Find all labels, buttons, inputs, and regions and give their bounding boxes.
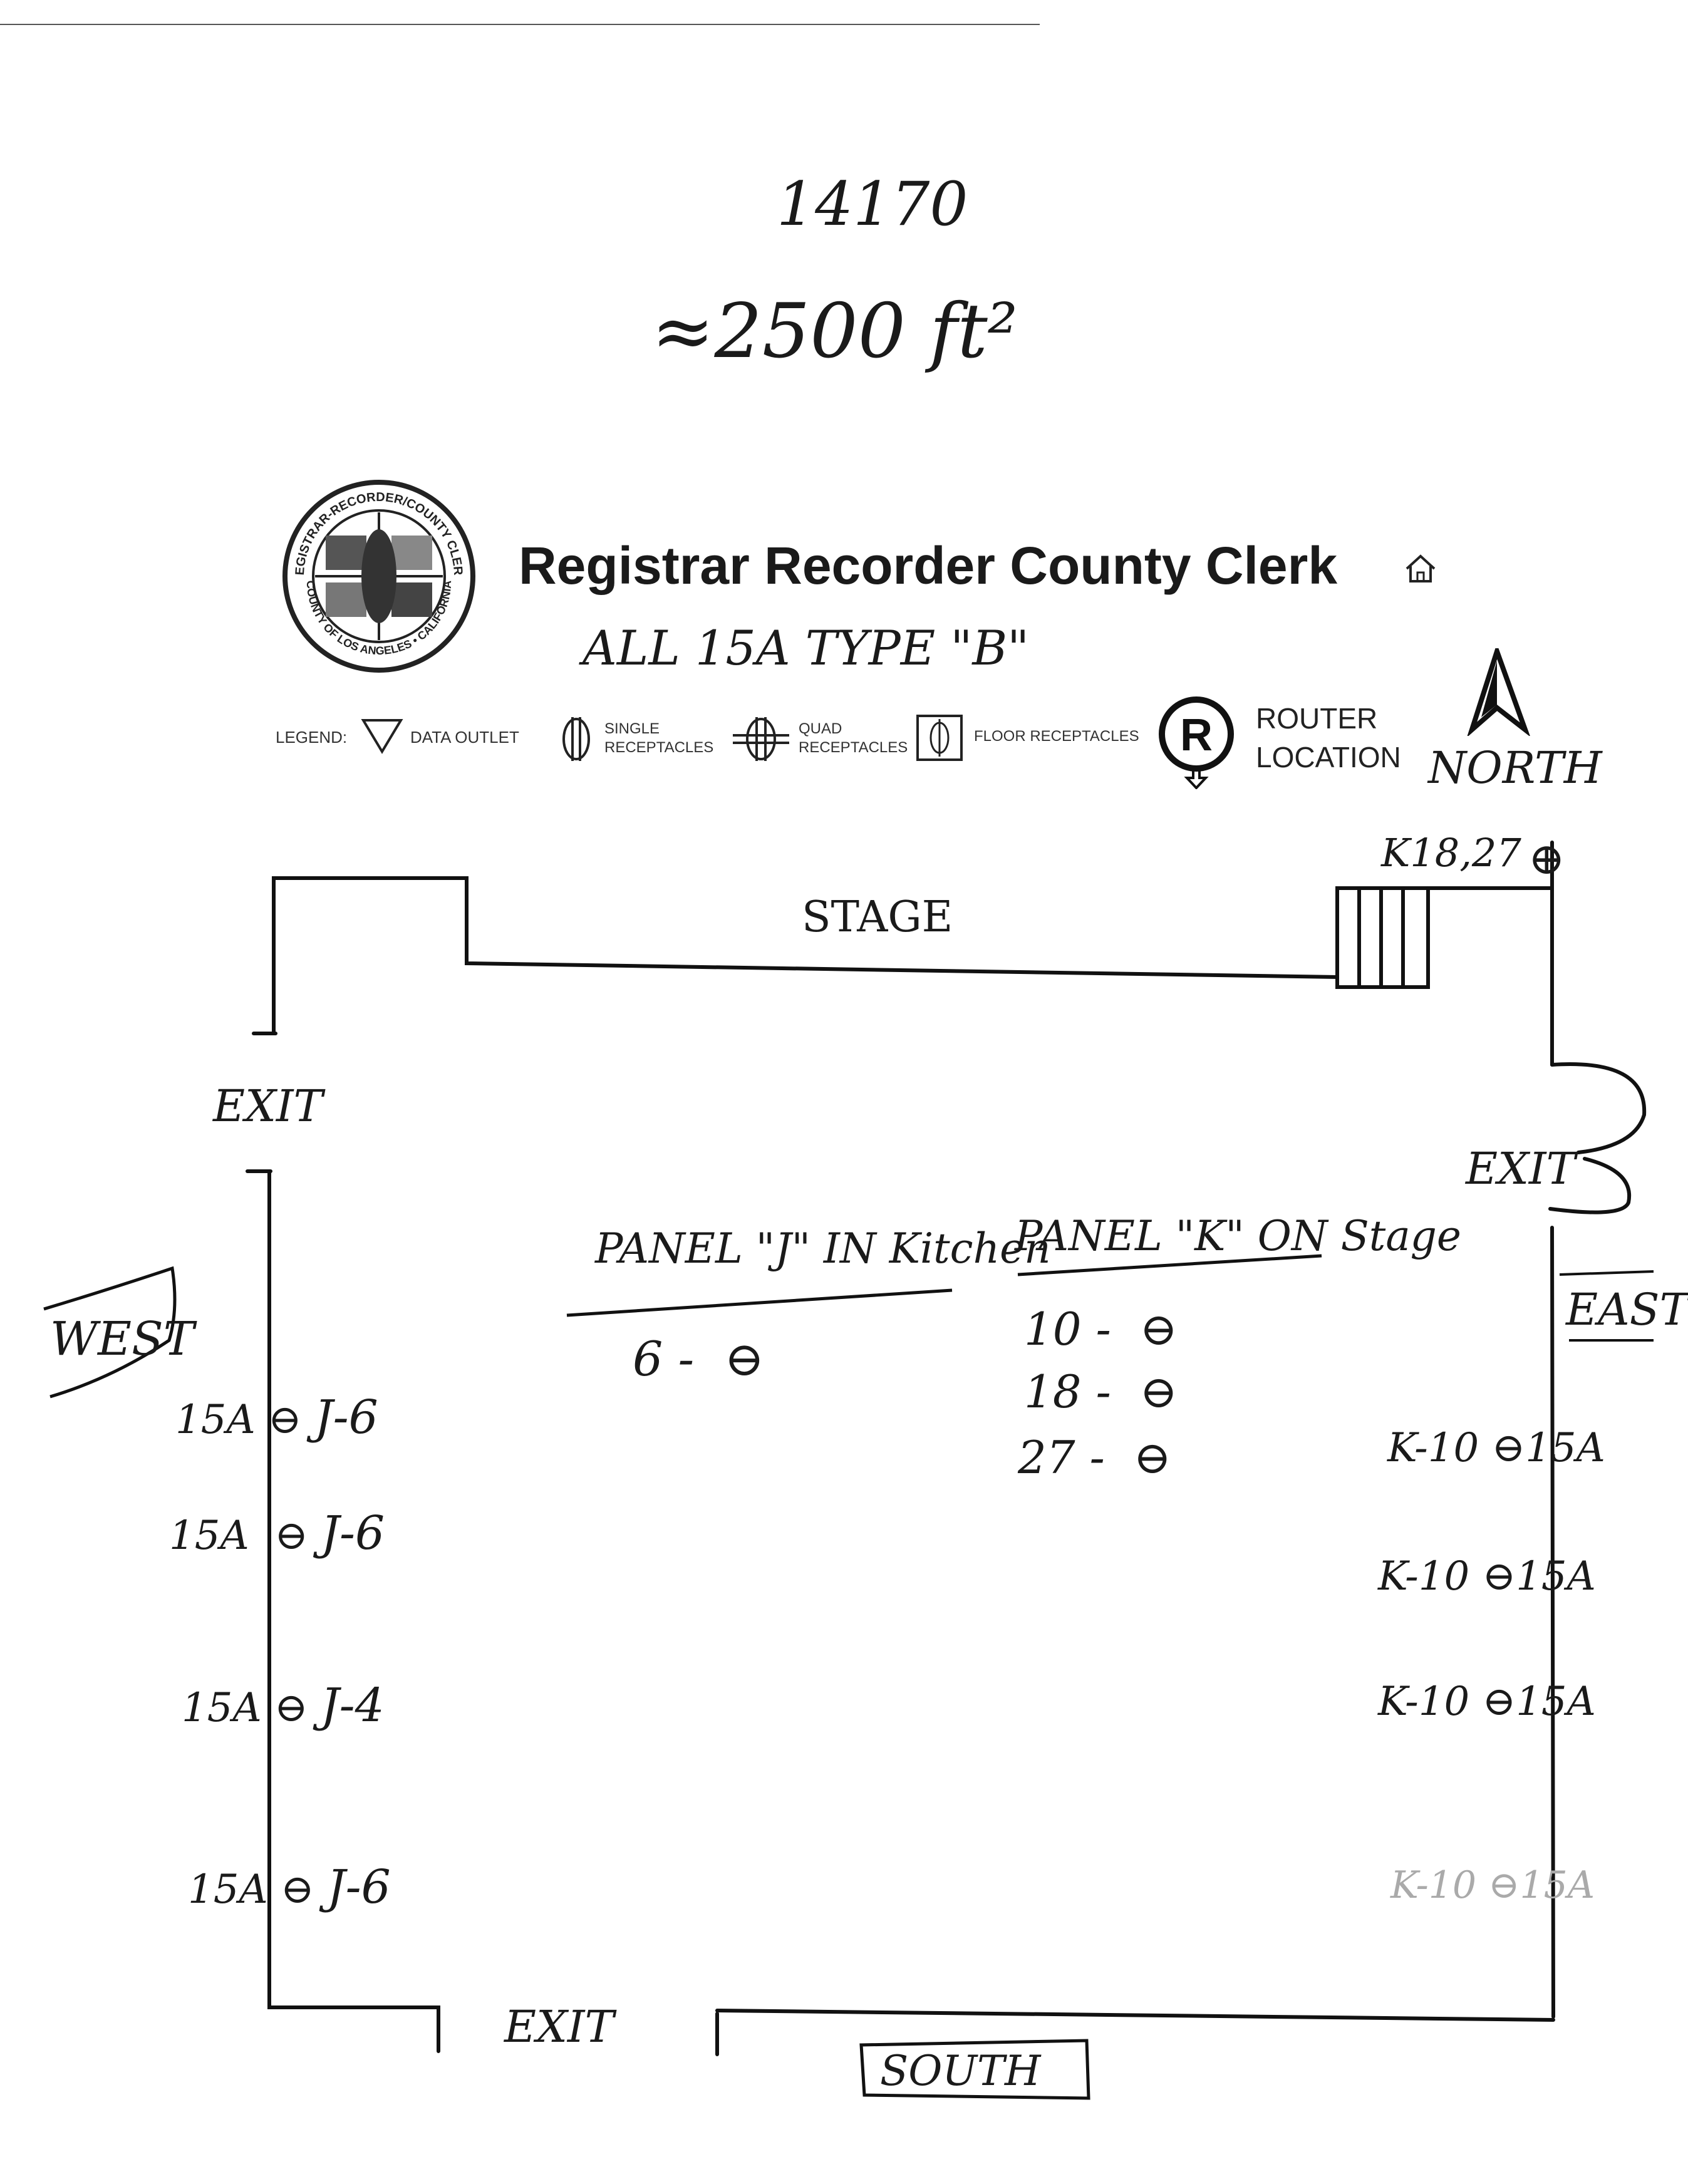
outlet-amp: 15A xyxy=(1516,1679,1596,1725)
area-estimate: ≈2500 ft² xyxy=(651,288,1018,375)
router-icon: R xyxy=(1159,696,1234,789)
stage-outlet-label: K18,27 xyxy=(1381,830,1521,876)
panel-k-circuit: 10 - xyxy=(1024,1303,1111,1355)
legend-router-line2: LOCATION xyxy=(1256,741,1401,774)
panel-j-row: 6 - ⊖ xyxy=(633,1331,764,1387)
job-number: 14170 xyxy=(777,169,968,239)
home-icon xyxy=(1406,554,1436,582)
panel-k-row: 27 - ⊖ xyxy=(1018,1431,1171,1484)
legend: LEGEND: DATA OUTLET SINGLE RECEPTACLES Q… xyxy=(276,695,1591,789)
east-outlet: K-10 ⊖15A xyxy=(1378,1553,1596,1600)
west-outlet: 15A ⊖ J-6 xyxy=(188,1860,391,1914)
exit-south-label: EXIT xyxy=(504,2001,614,2052)
panel-k-title: PANEL "K" ON Stage xyxy=(1015,1212,1461,1260)
north-label: NORTH xyxy=(1428,742,1602,794)
breaker-icon: ⊖ xyxy=(709,1331,765,1387)
east-label: EAST xyxy=(1566,1284,1688,1335)
panel-k-circuit: 27 - xyxy=(1018,1431,1105,1484)
outlet-amp: 15A xyxy=(169,1513,249,1559)
north-arrow-icon xyxy=(1467,648,1530,736)
outlet-circuit: J-6 xyxy=(321,1506,385,1560)
outlet-amp: 15A xyxy=(1525,1425,1605,1471)
outlet-amp: 15A xyxy=(1516,1553,1596,1600)
receptacle-icon: ⊖ xyxy=(261,1685,321,1731)
breaker-icon: ⊖ xyxy=(1125,1365,1178,1418)
east-outlet: K-10 ⊖15A xyxy=(1378,1679,1596,1725)
triangle-data-outlet-icon xyxy=(361,719,403,754)
breaker-icon: ⊖ xyxy=(1125,1303,1178,1355)
east-outlet: K-10 ⊖15A xyxy=(1390,1863,1595,1907)
receptacle-icon: ⊖ xyxy=(267,1866,327,1913)
outlet-circuit: J-6 xyxy=(326,1860,391,1914)
outlet-circuit: K-10 xyxy=(1378,1679,1470,1725)
west-outlet: 15A ⊖ J-6 xyxy=(175,1390,378,1444)
legend-label: LEGEND: xyxy=(276,728,348,747)
outlet-circuit: J-6 xyxy=(314,1390,378,1444)
exit-east-label: EXIT xyxy=(1466,1143,1576,1194)
floor-receptacle-icon xyxy=(916,715,963,761)
panel-k-row: 18 - ⊖ xyxy=(1024,1365,1178,1418)
outlet-amp: 15A xyxy=(175,1397,256,1443)
receptacle-icon: ⊖ xyxy=(249,1513,321,1559)
receptacle-icon: ⊖ xyxy=(1469,1679,1516,1725)
outlet-circuit: K-10 xyxy=(1387,1425,1479,1471)
west-outlet: 15A ⊖ J-6 xyxy=(169,1506,385,1560)
west-outlet: 15A ⊖ J-4 xyxy=(182,1679,385,1732)
breaker-icon: ⊖ xyxy=(1119,1431,1171,1484)
scan-top-edge xyxy=(0,24,1040,25)
legend-floor: FLOOR RECEPTACLES xyxy=(974,728,1139,745)
legend-data-outlet: DATA OUTLET xyxy=(410,728,519,747)
org-title: Registrar Recorder County Clerk xyxy=(519,536,1338,595)
receptacle-icon: ⊖ xyxy=(1479,1425,1526,1471)
receptacle-icon: ⊖ xyxy=(255,1397,314,1443)
legend-single-line2: RECEPTACLES xyxy=(604,739,714,756)
panel-j-circuit: 6 - xyxy=(633,1331,695,1387)
receptacle-icon: ⊖ xyxy=(1476,1863,1520,1907)
outlet-amp: 15A xyxy=(188,1866,268,1913)
outlet-amp: 15A xyxy=(1520,1863,1595,1907)
panel-k-circuit: 18 - xyxy=(1024,1365,1111,1418)
stage-outlet-receptacle: ⊕ xyxy=(1528,833,1565,884)
amperage-note: ALL 15A TYPE "B" xyxy=(583,620,1030,676)
outlet-circuit: K-10 xyxy=(1378,1553,1470,1600)
east-outlet: K-10 ⊖15A xyxy=(1387,1425,1605,1471)
legend-router-line1: ROUTER xyxy=(1256,702,1378,735)
outlet-circuit: J-4 xyxy=(320,1679,385,1732)
south-label: SOUTH xyxy=(880,2047,1041,2095)
stage-label: STAGE xyxy=(802,893,953,942)
legend-quad-line2: RECEPTACLES xyxy=(799,739,908,756)
svg-text:R: R xyxy=(1180,710,1213,760)
panel-j-title: PANEL "J" IN Kitchen xyxy=(595,1224,1051,1273)
county-seal-icon: REGISTRAR-RECORDER/COUNTY CLERK COUNTY O… xyxy=(279,476,475,673)
exit-west-label: EXIT xyxy=(213,1080,323,1132)
legend-single-line1: SINGLE xyxy=(604,720,660,737)
quad-receptacle-icon xyxy=(733,717,789,761)
outlet-amp: 15A xyxy=(182,1685,262,1731)
panel-k-row: 10 - ⊖ xyxy=(1024,1303,1178,1355)
legend-quad-line1: QUAD xyxy=(799,720,842,737)
receptacle-icon: ⊖ xyxy=(1469,1553,1516,1600)
single-receptacle-icon xyxy=(562,717,590,761)
outlet-circuit: K-10 xyxy=(1390,1863,1477,1907)
west-label: WEST xyxy=(50,1312,195,1366)
